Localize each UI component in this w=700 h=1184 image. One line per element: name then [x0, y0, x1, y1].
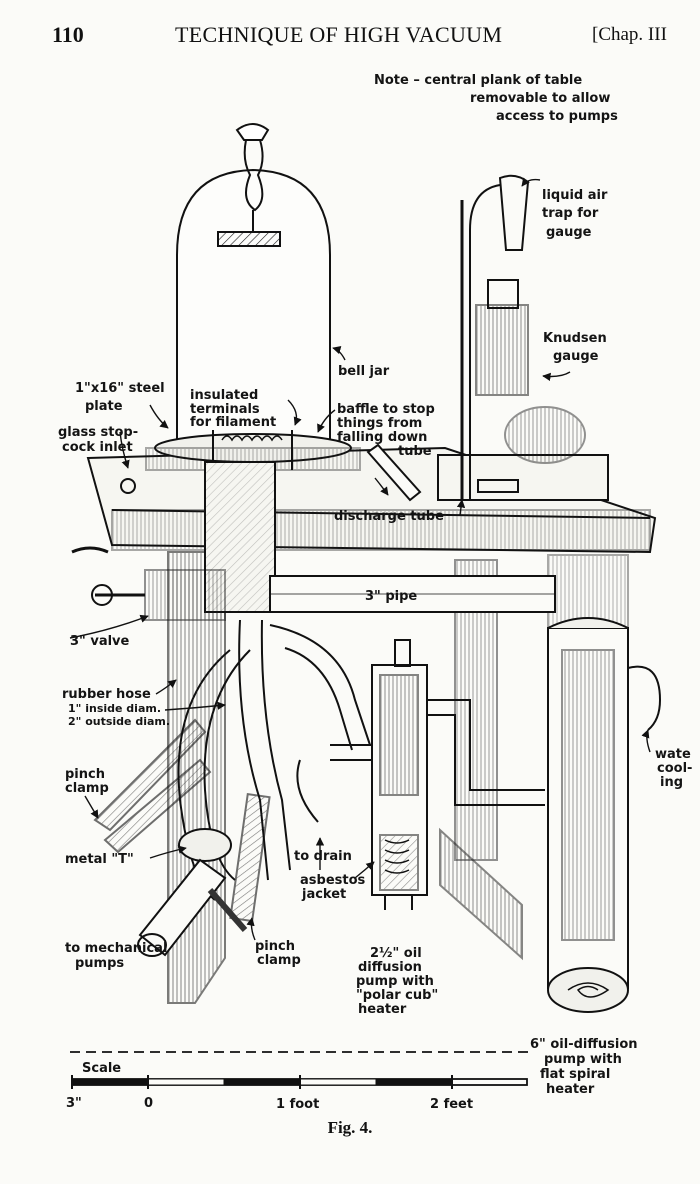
- label-liquid-air-trap-1: liquid air: [542, 188, 608, 203]
- label-pinch-clamp-left-1: pinch: [65, 767, 105, 782]
- figure-caption: Fig. 4.: [327, 1118, 373, 1137]
- scale-segment-4: [376, 1079, 452, 1085]
- note-text: Note – central plank of table removable …: [374, 73, 618, 124]
- table-plank-grain: [111, 509, 651, 551]
- note-line-1: Note – central plank of table: [374, 73, 582, 88]
- label-large-pump-1: 6" oil-diffusion: [530, 1037, 638, 1052]
- label-discharge-tube: discharge tube: [334, 509, 444, 524]
- chapter-label: [Chap. III: [592, 24, 667, 45]
- scale-segment-3: [299, 1078, 377, 1086]
- leader-arrows: [69, 177, 651, 941]
- label-terminals-2: terminals: [190, 402, 260, 417]
- oil-pump-large: [547, 617, 662, 1013]
- scale-title: Scale: [82, 1061, 121, 1076]
- valve-body: [144, 569, 226, 621]
- label-small-pump-3: pump with: [356, 974, 434, 989]
- label-to-drain: to drain: [294, 849, 352, 864]
- label-baffle-2: things from: [337, 416, 422, 431]
- label-baffle-1: baffle to stop: [337, 402, 435, 417]
- label-knudsen-2: gauge: [553, 349, 599, 364]
- label-small-pump-2: diffusion: [358, 960, 422, 975]
- label-stopcock-2: cock inlet: [62, 440, 133, 455]
- label-pinch-clamp-left-2: clamp: [65, 781, 109, 796]
- oil-pump-small: [296, 639, 545, 910]
- label-asbestos-2: jacket: [301, 887, 346, 902]
- drain-line: [296, 759, 319, 823]
- figure-labels: liquid air trap for gauge Knudsen gauge …: [58, 188, 692, 1097]
- pinch-clamps: [93, 718, 271, 923]
- label-steel-plate-1: 1"x16" steel: [75, 381, 165, 396]
- discharge-tube: [120, 443, 422, 502]
- floor-board: [439, 827, 523, 961]
- scale-segment-2: [224, 1079, 300, 1085]
- label-pinch-clamp-bottom-1: pinch: [255, 939, 295, 954]
- label-liquid-air-trap-3: gauge: [546, 225, 592, 240]
- label-baffle-4: tube: [398, 444, 432, 459]
- label-metal-t: metal "T": [65, 852, 134, 867]
- label-bell-jar: bell jar: [338, 364, 390, 379]
- label-large-pump-2: pump with: [544, 1052, 622, 1067]
- valve-handwheel: [91, 584, 113, 606]
- pinch-clamp-left-shape: [93, 718, 207, 832]
- label-large-pump-4: heater: [546, 1082, 595, 1097]
- label-water-cooling-1: wate: [655, 747, 691, 762]
- knudsen-gauge-body: [475, 304, 529, 396]
- label-small-pump-1: 2½" oil: [370, 946, 422, 961]
- scale-tick-label-0: 0: [144, 1096, 153, 1111]
- label-small-pump-5: heater: [358, 1002, 407, 1017]
- label-liquid-air-trap-2: trap for: [542, 206, 599, 221]
- label-terminals-3: for filament: [190, 415, 276, 430]
- knudsen-assembly: [437, 174, 609, 501]
- label-stopcock-1: glass stop-: [58, 425, 138, 440]
- rubber-hose: [177, 619, 371, 901]
- label-knudsen-1: Knudsen: [543, 331, 607, 346]
- label-large-pump-3: flat spiral: [540, 1067, 610, 1082]
- scale-bar: Scale 3" 0 1 foot 2 feet: [66, 1061, 528, 1112]
- running-title: TECHNIQUE OF HIGH VACUUM: [175, 22, 503, 47]
- metal-t: [137, 828, 248, 957]
- scale-segment-1: [147, 1078, 225, 1086]
- note-line-3: access to pumps: [496, 109, 618, 124]
- water-cooling-hose: [627, 665, 662, 731]
- label-mech-pumps-2: pumps: [75, 956, 124, 971]
- stopcock-handle: [120, 478, 136, 494]
- label-3in-pipe: 3" pipe: [365, 589, 417, 604]
- pipe-system: [71, 461, 556, 621]
- label-terminals-1: insulated: [190, 388, 258, 403]
- page-number: 110: [52, 22, 84, 47]
- label-small-pump-4: "polar cub": [356, 988, 438, 1003]
- scale-tick-label-2ft: 2 feet: [430, 1097, 473, 1112]
- running-header: 110 TECHNIQUE OF HIGH VACUUM [Chap. III: [0, 18, 700, 48]
- scale-segment-inches: [72, 1079, 148, 1085]
- label-water-cooling-3: ing: [660, 775, 683, 790]
- bell-jar: [145, 123, 361, 471]
- label-mech-pumps-1: to mechanical: [65, 941, 167, 956]
- label-pinch-clamp-bottom-2: clamp: [257, 953, 301, 968]
- label-rubber-hose-2: 1" inside diam.: [68, 702, 161, 715]
- label-steel-plate-2: plate: [85, 399, 123, 414]
- pinch-clamp-bottom-shape: [229, 793, 271, 923]
- label-rubber-hose-1: rubber hose: [62, 687, 151, 702]
- label-rubber-hose-3: 2" outside diam.: [68, 715, 170, 728]
- liquid-air-trap-shape: [498, 174, 530, 251]
- label-water-cooling-2: cool-: [657, 761, 692, 776]
- label-asbestos-1: asbestos: [300, 873, 366, 888]
- label-3in-valve: 3" valve: [70, 634, 130, 649]
- note-line-2: removable to allow: [470, 91, 610, 106]
- scale-tick-label-1ft: 1 foot: [276, 1097, 319, 1112]
- label-baffle-3: falling down: [337, 430, 427, 445]
- scale-tick-label-3in: 3": [66, 1096, 82, 1111]
